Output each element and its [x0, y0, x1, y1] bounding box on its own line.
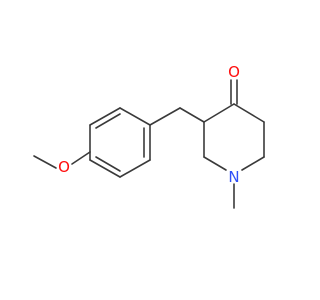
bond-ring-a5-a6 — [119, 159, 151, 178]
bond-ring-a3-a4 — [119, 107, 151, 126]
bond-ring-a2-a3 — [89, 107, 121, 126]
bond-ring-a6-a1 — [89, 159, 121, 178]
molecule-structure-diagram: O O N — [33, 63, 265, 209]
bond-ring-inner-1 — [95, 113, 121, 129]
bond-c6-n1 — [241, 156, 265, 171]
bond-methoxy-oxygen-aryl — [71, 151, 91, 165]
bond-c3-c4 — [203, 103, 235, 123]
atom-label-nitrogen: N — [228, 168, 239, 186]
bond-ch2-c3 — [179, 107, 205, 123]
bond-n1-c2 — [203, 156, 227, 171]
bond-aryl-ch2 — [149, 107, 181, 126]
atom-label-methoxy-oxygen: O — [58, 158, 70, 176]
bond-ring-inner-3 — [95, 156, 121, 172]
bond-c4-c5 — [233, 103, 265, 123]
atom-label-carbonyl-oxygen: O — [228, 63, 240, 81]
bond-methoxy-methyl — [33, 155, 57, 169]
